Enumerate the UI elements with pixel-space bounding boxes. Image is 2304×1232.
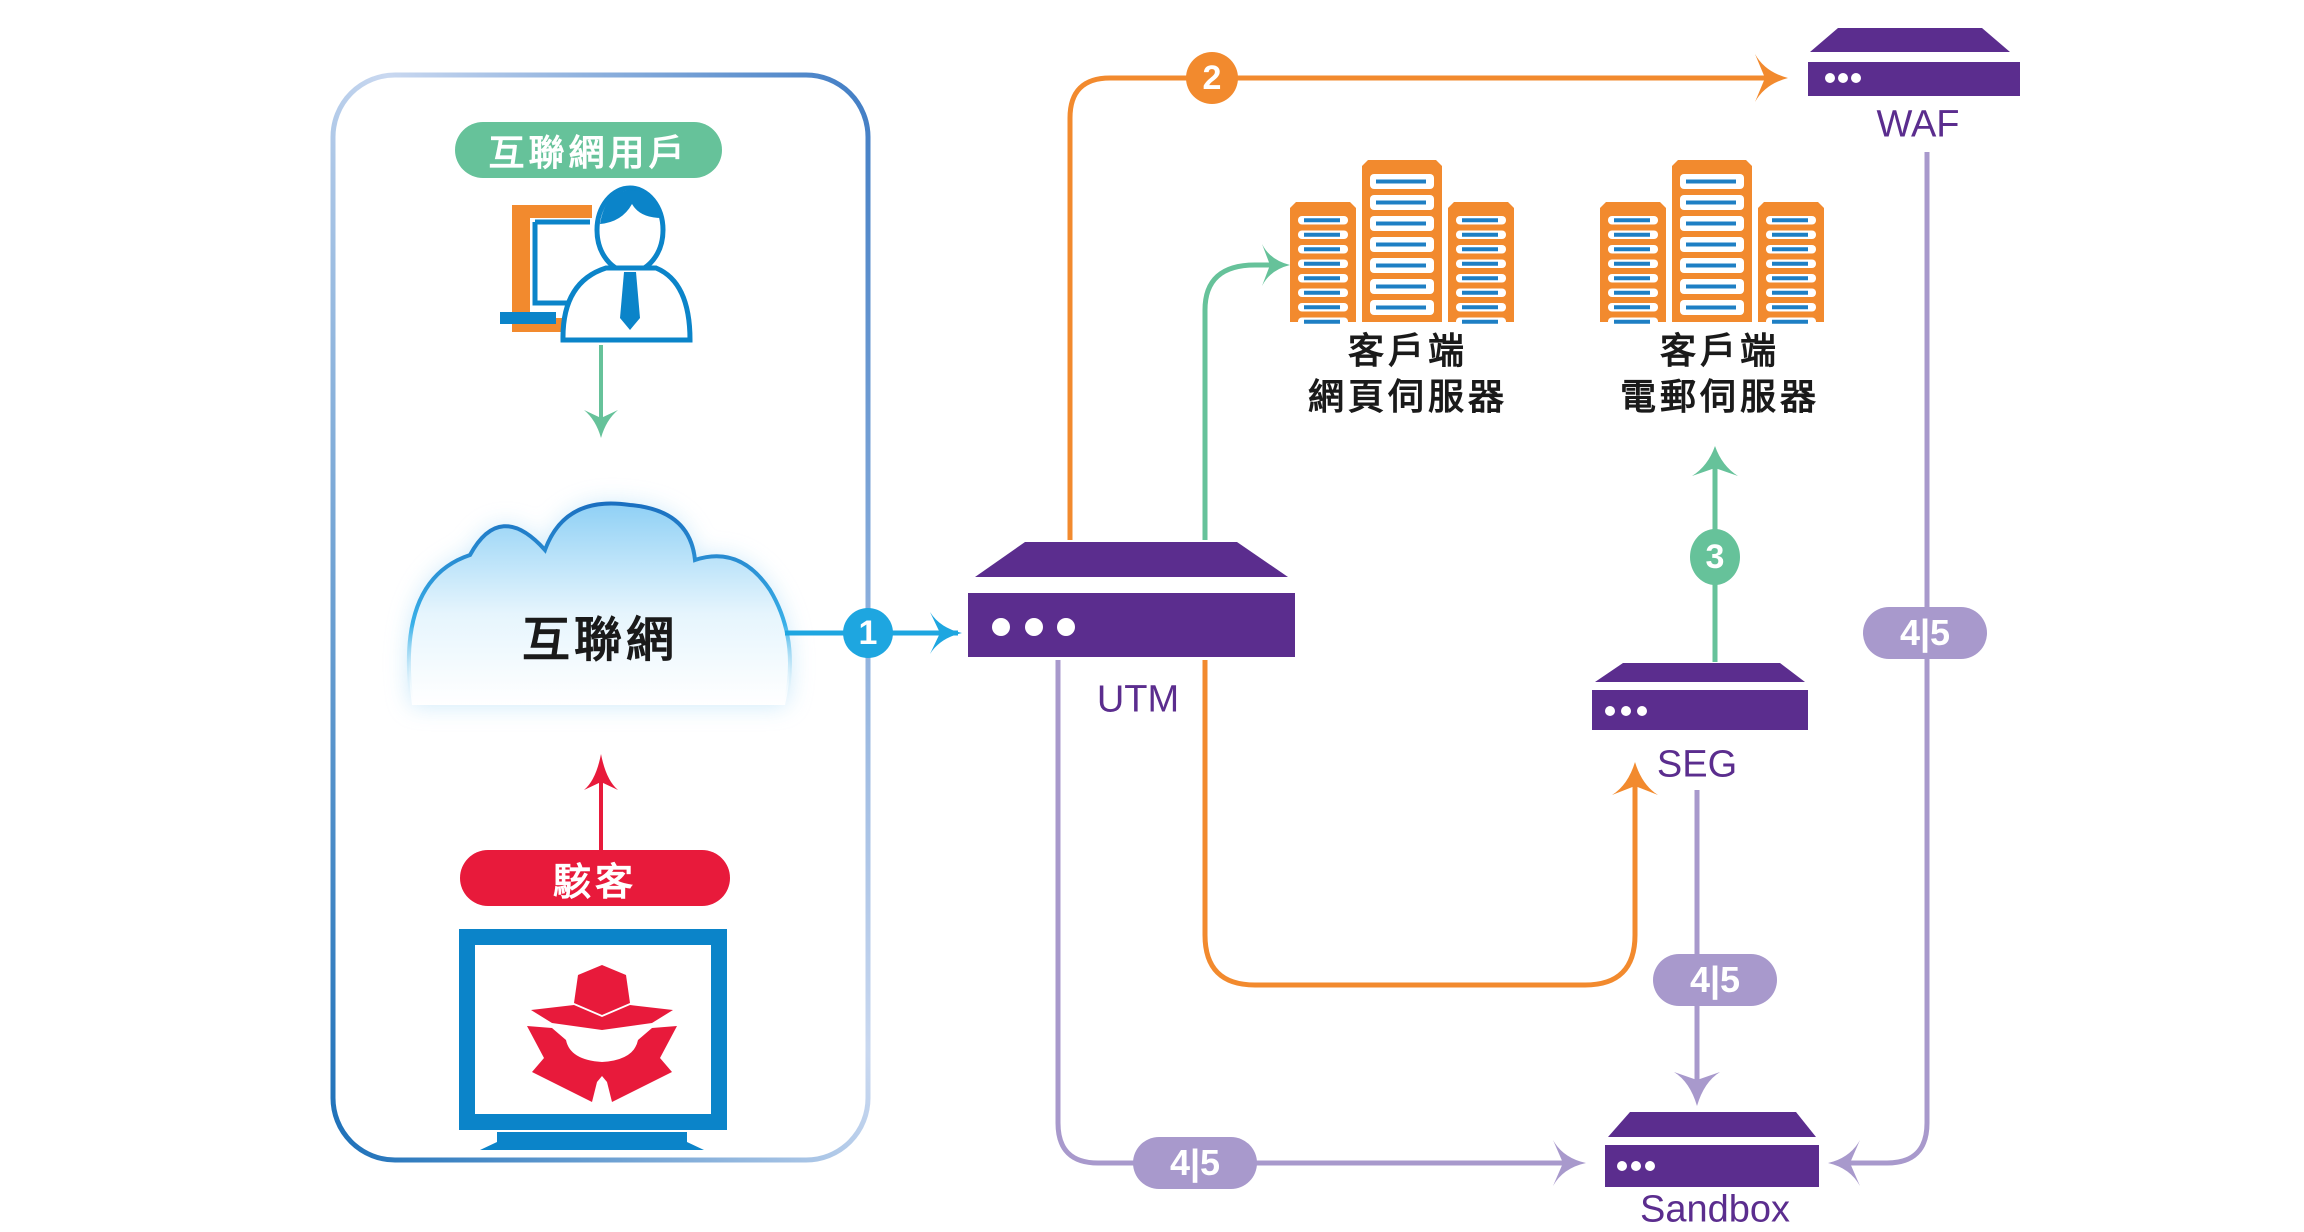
step-3-marker: 3 bbox=[1690, 529, 1740, 585]
waf-label: WAF bbox=[1876, 103, 1960, 146]
mail-server-label-line2: 電郵伺服器 bbox=[1619, 377, 1821, 418]
seg-sandbox-step-badge: 4|5 bbox=[1653, 954, 1777, 1006]
mail-server-icon bbox=[1600, 160, 1824, 326]
mail-server-label-line1: 客戶端 bbox=[1659, 331, 1781, 372]
web-server-label-line1: 客戶端 bbox=[1347, 331, 1469, 372]
utm-sandbox-step-badge: 4|5 bbox=[1133, 1137, 1257, 1189]
utm-device-icon bbox=[968, 542, 1295, 657]
hacker-to-internet-arrow bbox=[584, 754, 618, 852]
utm-to-web-server-link bbox=[1202, 244, 1290, 540]
mail-server-label: 客戶端 電郵伺服器 bbox=[1620, 329, 1820, 421]
waf-device-icon bbox=[1808, 28, 2020, 96]
sandbox-label: Sandbox bbox=[1639, 1188, 1791, 1231]
hacker-monitor-icon bbox=[459, 929, 727, 1150]
web-server-label: 客戶端 網頁伺服器 bbox=[1308, 329, 1508, 421]
seg-device-icon bbox=[1592, 663, 1808, 730]
internet-user-badge: 互聯網用戶 bbox=[455, 122, 722, 178]
web-server-icon bbox=[1290, 160, 1514, 326]
spy-icon bbox=[527, 965, 677, 1102]
utm-to-waf-link bbox=[1067, 54, 1788, 540]
internet-cloud-label: 互聯網 bbox=[521, 612, 679, 668]
utm-to-sandbox-link bbox=[1055, 660, 1586, 1186]
utm-to-seg-link bbox=[1202, 660, 1658, 988]
internet-cloud-icon bbox=[406, 501, 792, 707]
waf-sandbox-step-badge: 4|5 bbox=[1863, 607, 1987, 659]
seg-to-sandbox-link bbox=[1674, 790, 1720, 1106]
internet-user-icon bbox=[500, 185, 693, 343]
step-1-marker: 1 bbox=[843, 608, 893, 658]
user-to-internet-arrow bbox=[584, 345, 618, 438]
waf-to-sandbox-link bbox=[1828, 152, 1930, 1186]
step-2-marker: 2 bbox=[1186, 52, 1238, 104]
seg-label: SEG bbox=[1656, 743, 1738, 786]
web-server-label-line2: 網頁伺服器 bbox=[1307, 377, 1509, 418]
hacker-badge: 駭客 bbox=[460, 850, 730, 906]
sandbox-device-icon bbox=[1605, 1112, 1819, 1187]
utm-label: UTM bbox=[1096, 678, 1180, 721]
